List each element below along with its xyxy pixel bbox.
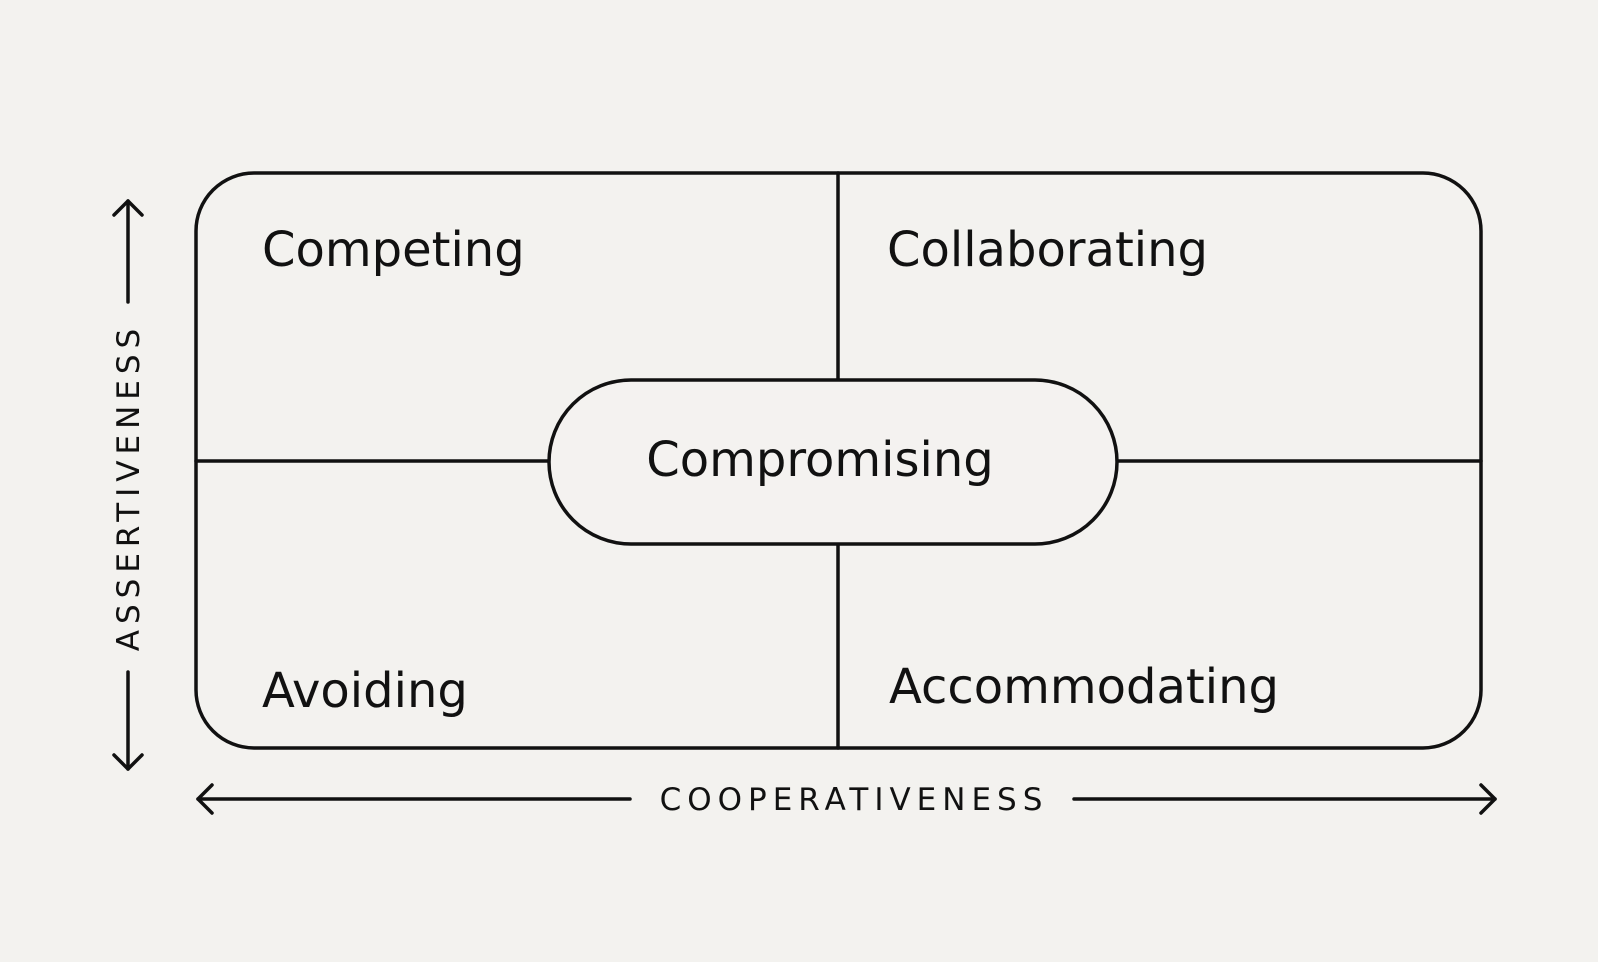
down-arrowhead-icon <box>112 753 144 771</box>
quadrant-label-collaborating: Collaborating <box>887 222 1208 278</box>
center-pill <box>547 378 1119 546</box>
quadrant-label-competing: Competing <box>262 222 525 278</box>
left-arrowhead-icon <box>196 783 214 815</box>
center-label-compromising: Compromising <box>646 432 993 488</box>
right-arrowhead-icon <box>1479 783 1497 815</box>
quadrant-label-avoiding: Avoiding <box>262 663 468 719</box>
vertical-axis-label: ASSERTIVENESS <box>111 323 147 651</box>
up-arrowhead-icon <box>112 199 144 217</box>
horizontal-axis-label: COOPERATIVENESS <box>660 782 1049 818</box>
quadrant-label-accommodating: Accommodating <box>889 659 1279 715</box>
